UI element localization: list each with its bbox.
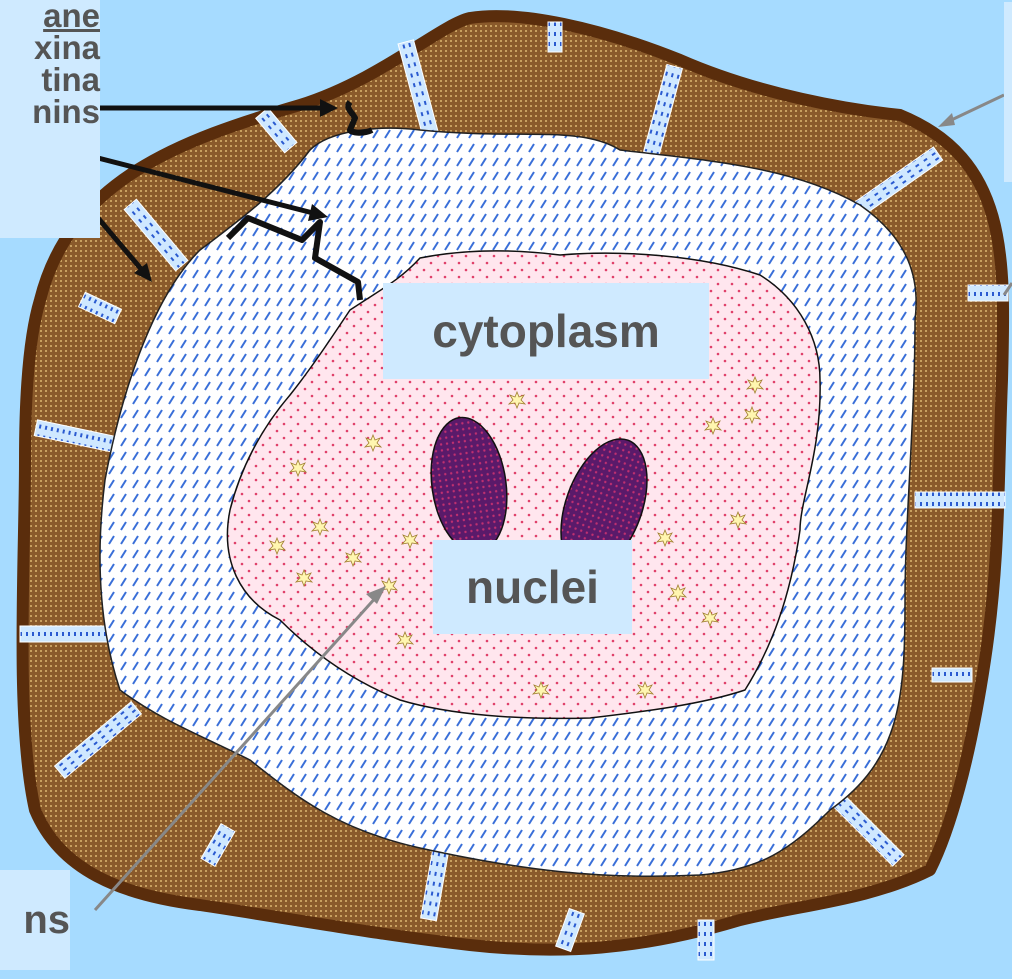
left-label-stack: ane xina tina nins <box>0 0 100 238</box>
label-intine: tina <box>0 64 100 96</box>
label-proteins: nins <box>0 96 100 128</box>
label-membrane: ane <box>0 0 100 32</box>
label-cytoplasm: cytoplasm <box>383 283 709 379</box>
label-exine: xina <box>0 32 100 64</box>
right-label-box <box>1004 2 1012 182</box>
label-nuclei: nuclei <box>433 540 632 634</box>
label-bottom-left: ns <box>0 870 70 970</box>
